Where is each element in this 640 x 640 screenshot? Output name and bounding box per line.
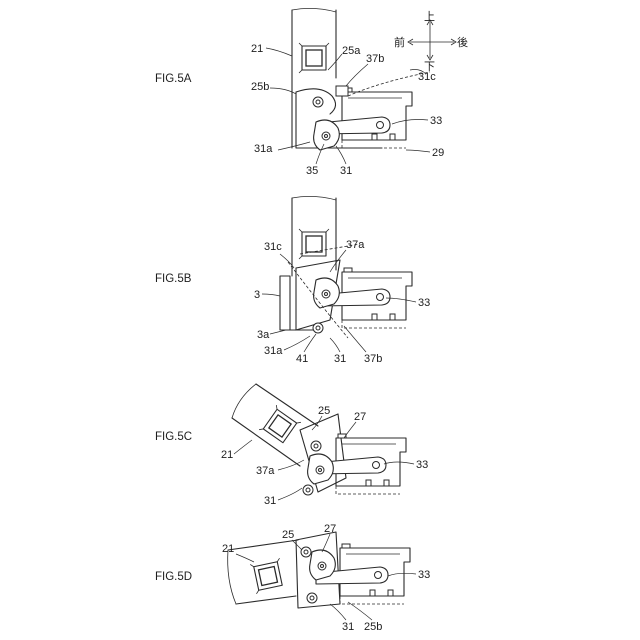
ref-37b: 37b <box>366 53 384 65</box>
figure-5a: FIG.5A 21 25a 37b 25b 31c 33 31a <box>155 8 468 177</box>
direction-rear-label: 後 <box>457 35 468 49</box>
ref-37a: 37a <box>346 239 365 251</box>
seat-member-3 <box>280 276 320 330</box>
pin-41 <box>313 323 323 333</box>
square-tube <box>250 558 286 594</box>
link-31 <box>308 454 334 484</box>
ref-31: 31 <box>264 495 276 507</box>
direction-up-label: 上 <box>424 10 435 23</box>
pivot-pin <box>311 441 321 451</box>
direction-rose: 上 下 前 後 <box>394 10 468 73</box>
square-tube <box>259 405 301 447</box>
direction-down-label: 下 <box>424 61 435 73</box>
reference-numerals-5a: 21 25a 37b 25b 31c 33 31a 35 31 29 <box>251 43 444 177</box>
ref-27: 27 <box>324 523 336 535</box>
figure-title-5c: FIG.5C <box>155 431 192 443</box>
direction-front-label: 前 <box>394 35 405 49</box>
square-tube <box>299 229 329 259</box>
figure-title-5d: FIG.5D <box>155 571 192 583</box>
figure-title-5a: FIG.5A <box>155 73 192 85</box>
figure-title-5b: FIG.5B <box>155 273 192 285</box>
ref-33: 33 <box>418 297 430 309</box>
ref-25: 25 <box>318 405 330 417</box>
link-31 <box>314 120 340 150</box>
figure-5c: FIG.5C 25 27 21 33 37a 31 <box>155 384 428 507</box>
ref-31: 31 <box>342 621 354 633</box>
figure-5d: FIG.5D 25 27 21 33 31 25b <box>155 523 430 633</box>
ref-25b: 25b <box>251 81 269 93</box>
ref-33: 33 <box>418 569 430 581</box>
ref-33: 33 <box>416 459 428 471</box>
ref-35: 35 <box>306 165 318 177</box>
ref-21: 21 <box>222 543 234 555</box>
pin-41 <box>307 593 317 603</box>
pin-41 <box>303 485 313 495</box>
ref-25: 25 <box>282 529 294 541</box>
ref-25b: 25b <box>364 621 382 633</box>
ref-25a: 25a <box>342 45 361 57</box>
ref-31c: 31c <box>264 241 282 253</box>
pin-37b <box>336 86 348 96</box>
ref-31a: 31a <box>254 143 273 155</box>
ref-21: 21 <box>251 43 263 55</box>
figure-5b: FIG.5B 31c 37a 3 33 3a 31a <box>155 196 430 365</box>
ref-3a: 3a <box>257 329 270 341</box>
ref-31a: 31a <box>264 345 283 357</box>
ref-21: 21 <box>221 449 233 461</box>
ref-37b: 37b <box>364 353 382 365</box>
square-tube <box>299 43 329 73</box>
ref-37a: 37a <box>256 465 275 477</box>
ref-29: 29 <box>432 147 444 159</box>
ref-41: 41 <box>296 353 308 365</box>
ref-3: 3 <box>254 289 260 301</box>
ref-33: 33 <box>430 115 442 127</box>
ref-31: 31 <box>340 165 352 177</box>
ref-31: 31 <box>334 353 346 365</box>
pivot-pin <box>301 547 311 557</box>
pivot-pin <box>313 97 323 107</box>
ref-27: 27 <box>354 411 366 423</box>
